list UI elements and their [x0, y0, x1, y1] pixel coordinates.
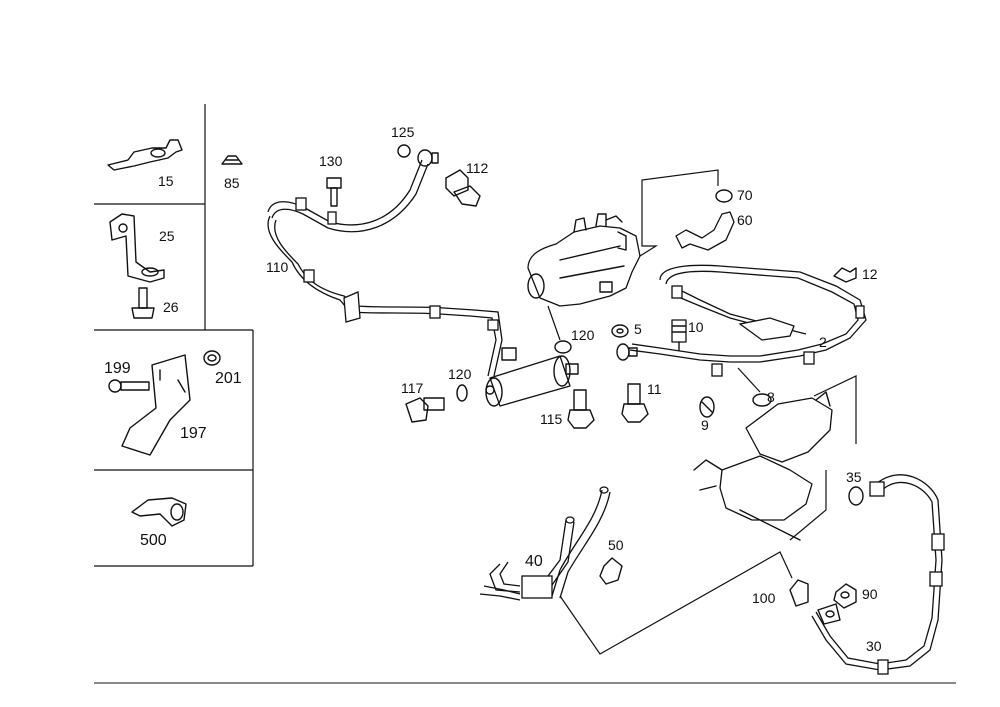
- label-70: 70: [737, 187, 753, 203]
- label-100: 100: [752, 590, 776, 606]
- leader-box-40: [559, 551, 793, 655]
- label-117: 117: [401, 380, 424, 396]
- label-50: 50: [608, 537, 624, 553]
- clip-part-12[interactable]: [833, 267, 857, 283]
- label-26: 26: [163, 299, 179, 315]
- bolt-part-26[interactable]: [131, 287, 155, 319]
- valve-part-10[interactable]: [671, 319, 687, 351]
- hose-part-60[interactable]: [675, 211, 735, 251]
- nut-part-201[interactable]: [203, 350, 221, 366]
- line-bracket-lower[interactable]: [817, 603, 841, 625]
- label-5: 5: [634, 321, 642, 337]
- label-201: 201: [215, 370, 242, 387]
- seal-washer-part-5[interactable]: [611, 324, 629, 338]
- label-25: 25: [159, 228, 175, 244]
- label-60: 60: [737, 212, 753, 228]
- label-199: 199: [104, 360, 131, 377]
- heat-shield-part-197[interactable]: [121, 354, 191, 456]
- label-130: 130: [319, 153, 343, 169]
- label-120-upper: 120: [571, 327, 595, 343]
- pressure-line-part-2[interactable]: [629, 264, 867, 377]
- label-125: 125: [391, 124, 415, 140]
- power-steering-pump[interactable]: [527, 213, 641, 307]
- hose-clamp-part-70[interactable]: [715, 189, 733, 203]
- hollow-bolt-part-117[interactable]: [405, 397, 445, 423]
- steering-gear-box[interactable]: [693, 391, 833, 541]
- seal-washer-part-120-upper[interactable]: [554, 340, 572, 354]
- clip-bracket-part-15[interactable]: [107, 139, 183, 171]
- label-85: 85: [224, 175, 240, 191]
- pressure-line-part-30[interactable]: [811, 474, 945, 675]
- legend-grid: [94, 104, 254, 567]
- connector-part-right-of-cylinder[interactable]: [565, 363, 579, 375]
- label-15: 15: [158, 173, 174, 189]
- label-2: 2: [819, 334, 827, 350]
- hollow-bolt-part-11[interactable]: [621, 383, 649, 423]
- label-115: 115: [540, 411, 563, 427]
- label-30: 30: [866, 638, 882, 654]
- hollow-bolt-part-112[interactable]: [445, 169, 481, 207]
- label-11: 11: [647, 381, 662, 397]
- seal-washer-part-8[interactable]: [752, 393, 772, 407]
- label-8: 8: [767, 389, 775, 405]
- hose-part-110[interactable]: [267, 159, 503, 377]
- seal-washer-part-120-lower[interactable]: [456, 384, 468, 402]
- leader-120-upper: [547, 305, 561, 341]
- fluid-reservoir-cylinder[interactable]: [485, 347, 571, 407]
- leader-lines-70-60: [639, 169, 719, 257]
- bracket-part-25[interactable]: [109, 213, 165, 283]
- seal-washer-part-125[interactable]: [397, 144, 411, 158]
- label-40: 40: [525, 553, 543, 570]
- label-197: 197: [180, 425, 207, 442]
- clamp-part-500[interactable]: [131, 497, 187, 527]
- seal-washer-part-35[interactable]: [848, 486, 864, 506]
- label-12: 12: [862, 266, 878, 282]
- leader-box-35: [789, 375, 857, 541]
- label-35: 35: [846, 469, 862, 485]
- label-9: 9: [701, 417, 709, 433]
- clip-part-85[interactable]: [221, 155, 243, 165]
- bolt-part-199[interactable]: [108, 379, 150, 393]
- cooler-pipes-part-40[interactable]: [479, 486, 611, 601]
- label-112: 112: [466, 160, 489, 176]
- label-120-lower: 120: [448, 366, 472, 382]
- label-90: 90: [862, 586, 878, 602]
- label-500: 500: [140, 532, 167, 549]
- label-10: 10: [688, 319, 704, 335]
- clip-part-50[interactable]: [599, 557, 623, 585]
- clip-part-9[interactable]: [699, 396, 715, 418]
- leader-8: [737, 367, 761, 393]
- banjo-fitting-pump[interactable]: [616, 343, 638, 361]
- clamp-part-100[interactable]: [789, 579, 809, 607]
- bolt-part-130[interactable]: [326, 177, 342, 207]
- hollow-bolt-part-115[interactable]: [567, 389, 595, 429]
- nut-part-90[interactable]: [833, 583, 857, 609]
- banjo-fitting-top[interactable]: [417, 149, 439, 167]
- label-110: 110: [266, 259, 289, 275]
